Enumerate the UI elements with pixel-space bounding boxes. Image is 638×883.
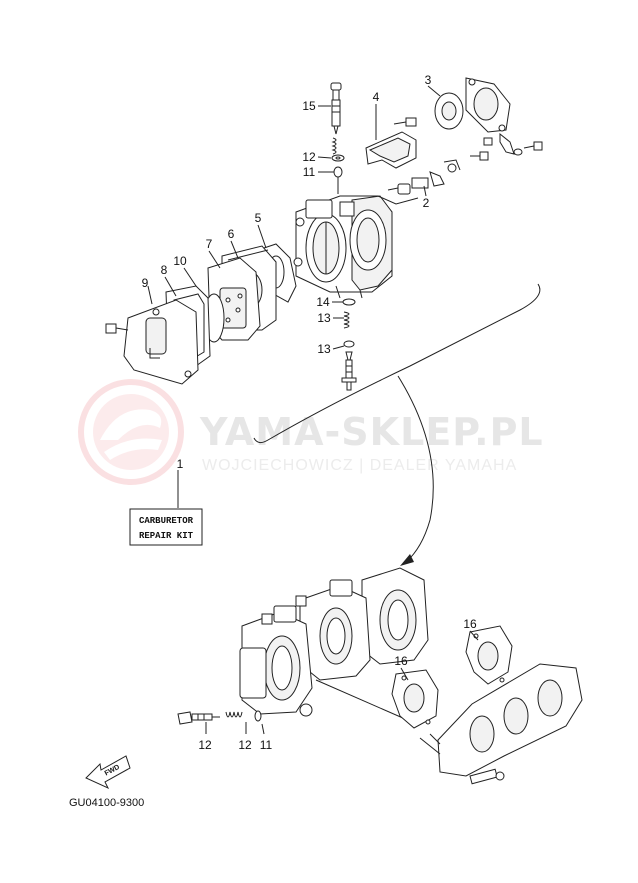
screws-cover [393,117,543,161]
part-label-15: 15 [302,99,316,113]
diaphragm-3 [427,85,464,130]
part-label-8: 8 [161,263,168,277]
screw-12-lower [177,711,220,734]
part-label-9: 9 [142,276,149,290]
pump-cover [465,77,511,133]
repair-kit-box: CARBURETOR REPAIR KIT [129,470,203,546]
repair-kit-line1: CARBURETOR [139,516,194,526]
part-label-13-upper: 13 [317,311,331,325]
part-label-2: 2 [423,196,430,210]
watermark-title: YAMA-SKLEP.PL [199,410,544,454]
part-label-5: 5 [255,211,262,225]
watermark: YAMA-SKLEP.PL WOJCIECHOWICZ | DEALER YAM… [78,379,544,485]
part-label-11-lower: 11 [260,738,273,752]
fitting-2 [377,159,461,205]
group-bracket [253,283,541,566]
part-label-10: 10 [173,254,187,268]
spring-13-upper [343,311,350,329]
o-ring-11-upper [333,166,343,194]
part-label-6: 6 [228,227,235,241]
watermark-subtitle: WOJCIECHOWICZ | DEALER YAMAHA [202,457,517,474]
repair-kit-line2: REPAIR KIT [139,531,194,541]
needle-valve-15 [330,82,342,155]
washer-12-upper [331,154,345,162]
part-label-16-left: 16 [394,654,408,668]
o-ring-11-lower [254,710,265,735]
part-label-13-lower: 13 [317,342,331,356]
part-label-3: 3 [425,73,432,87]
cover-9 [123,299,199,385]
diagram-code: GU04100-9300 [69,797,144,809]
part-label-12-upper: 12 [302,150,316,164]
part-label-11-upper: 11 [303,165,316,179]
carburetor-assembly [239,567,429,723]
carburetor-body [293,195,393,299]
part-label-12-lower-a: 12 [198,738,212,752]
screw-12-upper [341,351,357,391]
part-label-16-right: 16 [463,617,477,631]
spring-12-lower [225,711,247,734]
part-label-7: 7 [206,237,213,251]
o-ring-14 [342,298,356,306]
part-labels: 1 2 3 4 5 6 7 8 9 10 11 11 12 12 12 13 1… [142,73,479,752]
gasket-16-right [465,625,513,685]
bracket-4 [365,104,417,169]
upper-exploded-view [105,77,543,391]
washer-13-lower [343,340,355,348]
intake-manifold [419,663,583,785]
part-label-4: 4 [373,90,380,104]
part-label-12-lower-b: 12 [238,738,252,752]
part-label-1: 1 [177,457,184,471]
part-label-14: 14 [316,295,330,309]
fwd-arrow-icon: FWD [85,755,131,790]
gasket-16-left [391,669,439,729]
watermark-logo [78,379,184,485]
screw-9 [105,285,153,334]
lower-exploded-view [177,567,583,785]
